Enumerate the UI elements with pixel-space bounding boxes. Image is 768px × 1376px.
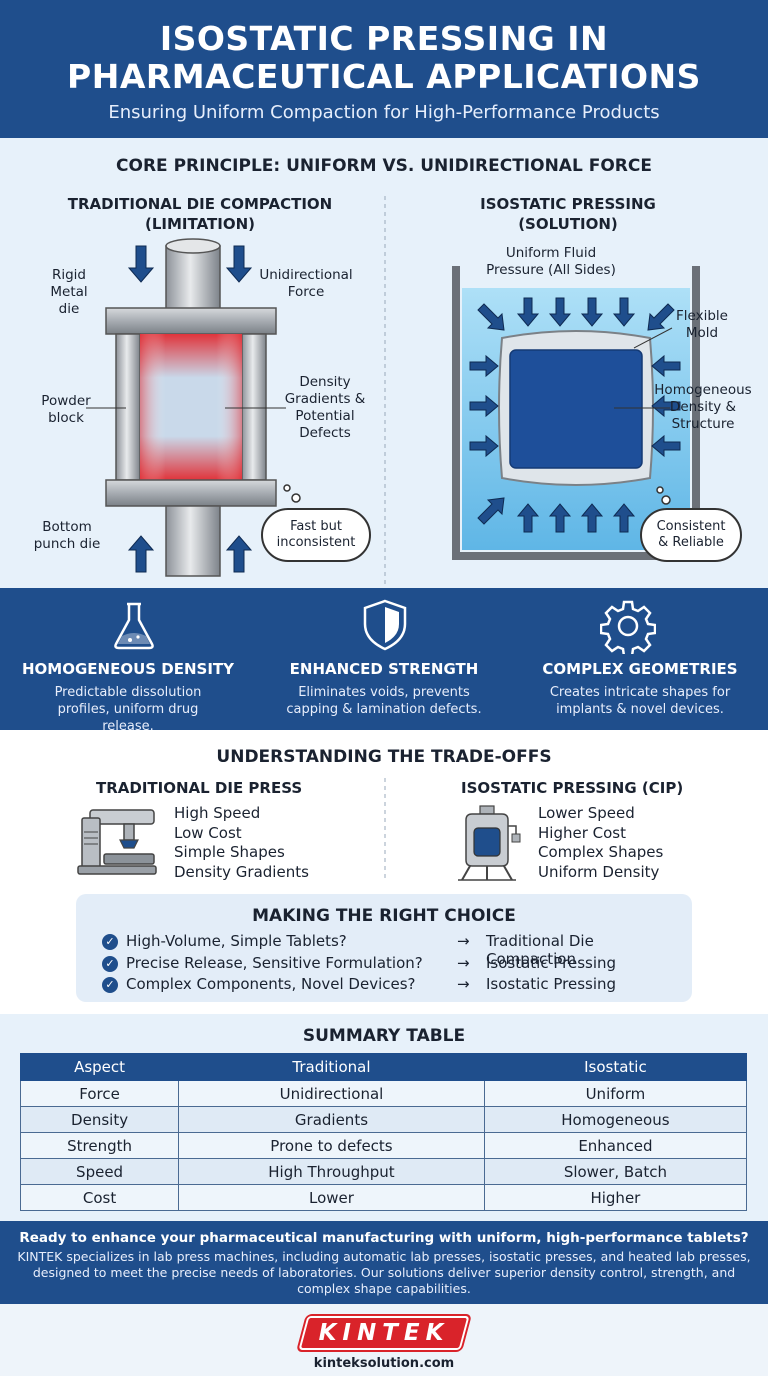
homogeneous-label: Homogeneous Density & Structure <box>654 382 752 432</box>
table-row: Strength Prone to defects Enhanced <box>19 1132 748 1159</box>
header: ISOSTATIC PRESSING IN PHARMACEUTICAL APP… <box>0 0 768 138</box>
flexible-mold-label: Flexible Mold <box>676 308 728 341</box>
table-row: Density Gradients Homogeneous <box>19 1106 748 1133</box>
density-gradients-label: Density Gradients & Potential Defects <box>284 374 366 441</box>
cta-headline: Ready to enhance your pharmaceutical man… <box>19 1230 749 1246</box>
traditional-press-list: High Speed Low Cost Simple Shapes Densit… <box>174 804 309 881</box>
page-subtitle: Ensuring Uniform Compaction for High-Per… <box>108 102 660 123</box>
fast-inconsistent-cloud: Fast but inconsistent <box>261 508 371 562</box>
benefit-enhanced-strength: ENHANCED STRENGTH Eliminates voids, prev… <box>256 588 512 730</box>
homogeneous-powder <box>509 349 643 469</box>
isostatic-cip-list: Lower Speed Higher Cost Complex Shapes U… <box>538 804 664 881</box>
choice-row: ✓ High-Volume, Simple Tablets? → Traditi… <box>102 932 682 968</box>
arrow-right-icon: → <box>457 954 470 972</box>
consistent-reliable-cloud: Consistent & Reliable <box>640 508 742 562</box>
summary-section: SUMMARY TABLE Aspect Traditional Isostat… <box>0 1014 768 1221</box>
summary-table: Aspect Traditional Isostatic Force Unidi… <box>19 1053 748 1211</box>
shield-icon <box>363 599 407 651</box>
cta-band: Ready to enhance your pharmaceutical man… <box>0 1221 768 1304</box>
arrow-right-icon: → <box>457 932 470 950</box>
cta-body: KINTEK specializes in lab press machines… <box>17 1249 751 1296</box>
arrow-right-icon: → <box>457 975 470 993</box>
page-title: ISOSTATIC PRESSING IN PHARMACEUTICAL APP… <box>67 19 701 96</box>
bottom-die-plate <box>105 479 277 507</box>
uniform-fluid-label: Uniform Fluid Pressure (All Sides) <box>486 245 616 278</box>
table-row: Speed High Throughput Slower, Batch <box>19 1158 748 1185</box>
isostatic-cip-title: ISOSTATIC PRESSING (CIP) <box>461 779 684 797</box>
right-choice-panel: MAKING THE RIGHT CHOICE ✓ High-Volume, S… <box>76 894 692 1002</box>
cip-vessel-icon <box>458 805 521 881</box>
isostatic-title: ISOSTATIC PRESSING (SOLUTION) <box>480 195 656 233</box>
choice-row: ✓ Complex Components, Novel Devices? → I… <box>102 975 682 995</box>
flask-icon <box>114 602 154 650</box>
traditional-press-title: TRADITIONAL DIE PRESS <box>96 779 303 797</box>
choice-row: ✓ Precise Release, Sensitive Formulation… <box>102 954 682 974</box>
website-link[interactable]: kinteksolution.com <box>313 1356 455 1371</box>
table-row: Force Unidirectional Uniform <box>19 1080 748 1107</box>
table-header-cell: Isostatic <box>483 1053 748 1081</box>
table-header-cell: Aspect <box>19 1053 180 1081</box>
die-press-machine-icon <box>77 809 157 875</box>
table-row: Cost Lower Higher <box>19 1184 748 1211</box>
unidirectional-force-label: Unidirectional Force <box>259 267 353 300</box>
right-choice-title: MAKING THE RIGHT CHOICE <box>252 906 516 926</box>
tradeoffs-title: UNDERSTANDING THE TRADE-OFFS <box>216 747 552 767</box>
tradeoffs-divider <box>384 778 386 882</box>
benefits-band: HOMOGENEOUS DENSITY Predictable dissolut… <box>0 588 768 734</box>
summary-title: SUMMARY TABLE <box>302 1026 466 1046</box>
traditional-title: TRADITIONAL DIE COMPACTION (LIMITATION) <box>67 195 333 233</box>
check-icon: ✓ <box>102 934 118 950</box>
core-principle-section: CORE PRINCIPLE: UNIFORM VS. UNIDIRECTION… <box>0 138 768 588</box>
check-icon: ✓ <box>102 956 118 972</box>
powder-block-label: Powder block <box>41 393 91 426</box>
rigid-die-label: Rigid Metal die <box>50 267 88 317</box>
gear-icon <box>600 600 656 654</box>
bottom-punch-label: Bottom punch die <box>33 519 101 552</box>
top-die-plate <box>105 307 277 335</box>
kintek-logo[interactable]: KINTEK <box>298 1316 470 1350</box>
table-header-cell: Traditional <box>178 1053 485 1081</box>
column-divider <box>384 196 386 586</box>
table-header-row: Aspect Traditional Isostatic <box>19 1053 748 1081</box>
footer: KINTEK kinteksolution.com <box>0 1304 768 1376</box>
benefit-homogeneous-density: HOMOGENEOUS DENSITY Predictable dissolut… <box>0 588 256 734</box>
core-title: CORE PRINCIPLE: UNIFORM VS. UNIDIRECTION… <box>116 156 652 176</box>
check-icon: ✓ <box>102 977 118 993</box>
die-compaction-diagram <box>86 238 301 577</box>
isostatic-diagram <box>452 266 700 560</box>
benefit-complex-geometries: COMPLEX GEOMETRIES Creates intricate sha… <box>512 588 768 730</box>
